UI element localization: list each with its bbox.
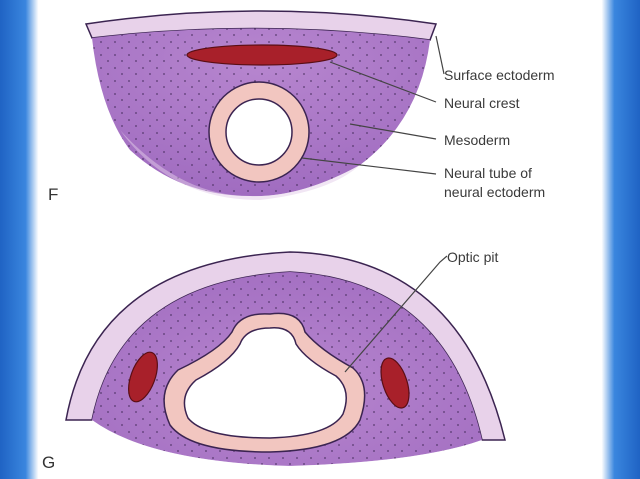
label-mesoderm: Mesoderm — [444, 132, 510, 148]
label-neural-crest: Neural crest — [444, 95, 520, 111]
label-optic-pit: Optic pit — [447, 249, 498, 265]
label-neural-tube-line1: Neural tube of — [444, 165, 532, 181]
panel-letter-g: G — [42, 453, 55, 472]
label-surface-ectoderm: Surface ectoderm — [444, 67, 555, 83]
neural-crest-g-right — [380, 357, 410, 409]
label-neural-tube-line2: neural ectoderm — [444, 184, 545, 200]
panel-g — [65, 251, 506, 470]
panel-f — [84, 10, 438, 200]
neural-tube-lumen-g — [183, 327, 347, 439]
neural-crest-f — [186, 44, 338, 66]
leader-lines-f — [301, 35, 445, 175]
leader-line-optic-pit — [344, 255, 448, 373]
neural-crest-g-left — [128, 351, 158, 403]
panel-letter-f: F — [48, 185, 58, 204]
neural-tube-lumen-f — [225, 98, 293, 166]
